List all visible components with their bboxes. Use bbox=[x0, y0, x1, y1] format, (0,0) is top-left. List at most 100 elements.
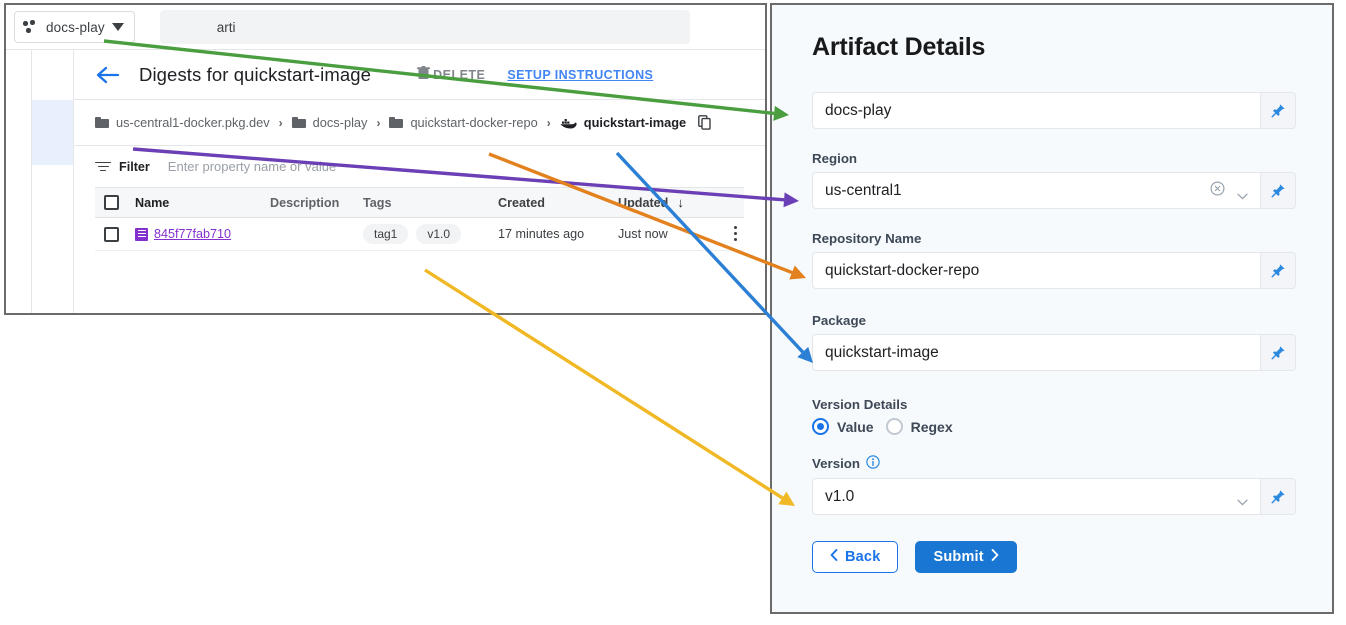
select-all-checkbox[interactable] bbox=[104, 195, 119, 210]
field-project: docs-play bbox=[812, 92, 1296, 129]
breadcrumb-item-repository[interactable]: quickstart-docker-repo bbox=[389, 115, 538, 130]
breadcrumb-label: quickstart-image bbox=[583, 115, 687, 130]
radio-value-label: Value bbox=[837, 418, 874, 435]
repository-label: Repository Name bbox=[812, 231, 922, 246]
breadcrumb-item-registry[interactable]: us-central1-docker.pkg.dev bbox=[95, 115, 270, 130]
submit-button[interactable]: Submit bbox=[915, 541, 1017, 573]
pin-icon[interactable] bbox=[1260, 478, 1296, 515]
select-all-checkbox-cell bbox=[95, 195, 135, 210]
table-row[interactable]: 845f77fab710 tag1 v1.0 17 minutes ago Ju… bbox=[95, 218, 744, 251]
column-header-description[interactable]: Description bbox=[270, 195, 340, 210]
table-header-row: Name Description Tags Created Updated ↓ bbox=[95, 188, 744, 218]
caret-down-icon bbox=[111, 23, 124, 31]
breadcrumb-label: docs-play bbox=[312, 115, 368, 130]
delete-button[interactable]: DELETE bbox=[417, 66, 485, 83]
version-input[interactable]: v1.0 bbox=[812, 478, 1260, 515]
column-header-created[interactable]: Created bbox=[498, 195, 545, 210]
column-header-name[interactable]: Name bbox=[135, 195, 170, 210]
cell-name: 845f77fab710 bbox=[135, 227, 270, 241]
package-label: Package bbox=[812, 313, 866, 328]
page-header: Digests for quickstart-image DELETE bbox=[74, 50, 765, 100]
radio-option-regex[interactable]: Regex bbox=[885, 418, 953, 435]
region-input[interactable]: us-central1 bbox=[812, 172, 1260, 209]
field-repository: Repository Name quickstart-docker-repo bbox=[812, 231, 1296, 289]
pin-icon[interactable] bbox=[1260, 172, 1296, 209]
region-input-wrap: us-central1 bbox=[812, 172, 1296, 209]
region-input-value: us-central1 bbox=[825, 181, 902, 199]
breadcrumb-item-project[interactable]: docs-play bbox=[291, 115, 368, 130]
console-search-input[interactable]: arti bbox=[159, 10, 690, 44]
pin-icon[interactable] bbox=[1260, 92, 1296, 129]
setup-instructions-link[interactable]: SETUP INSTRUCTIONS bbox=[507, 67, 654, 82]
breadcrumb-item-package[interactable]: quickstart-image bbox=[560, 115, 686, 130]
console-left-rail bbox=[6, 50, 32, 313]
filter-icon bbox=[95, 161, 111, 173]
breadcrumb: us-central1-docker.pkg.dev › docs-play ›… bbox=[74, 100, 765, 146]
project-selector[interactable]: docs-play bbox=[14, 11, 135, 43]
project-input[interactable]: docs-play bbox=[812, 92, 1260, 129]
digests-table: Name Description Tags Created Updated ↓ bbox=[95, 188, 744, 251]
package-input[interactable]: quickstart-image bbox=[812, 334, 1260, 371]
radio-value-input[interactable] bbox=[812, 418, 829, 435]
back-arrow-icon[interactable] bbox=[95, 64, 121, 86]
clear-circle-icon[interactable] bbox=[1210, 180, 1225, 201]
back-button[interactable]: Back bbox=[812, 541, 899, 573]
project-input-value: docs-play bbox=[825, 101, 892, 119]
cell-created: 17 minutes ago bbox=[498, 227, 585, 241]
folder-icon bbox=[291, 117, 306, 128]
repository-input[interactable]: quickstart-docker-repo bbox=[812, 252, 1260, 289]
region-adornments bbox=[1210, 180, 1248, 201]
breadcrumb-label: quickstart-docker-repo bbox=[410, 115, 538, 130]
tag-chip[interactable]: v1.0 bbox=[416, 224, 462, 244]
package-input-value: quickstart-image bbox=[825, 343, 939, 361]
docker-whale-icon bbox=[560, 117, 577, 129]
filter-bar[interactable]: Filter Enter property name or value bbox=[95, 146, 744, 188]
pin-icon[interactable] bbox=[1260, 252, 1296, 289]
radio-option-value[interactable]: Value bbox=[812, 418, 874, 435]
nav-active-indicator bbox=[32, 100, 73, 165]
filter-input[interactable]: Enter property name or value bbox=[167, 159, 337, 174]
chevron-left-icon bbox=[830, 549, 838, 565]
column-header-tags[interactable]: Tags bbox=[363, 195, 392, 210]
sort-descending-icon: ↓ bbox=[677, 195, 684, 210]
breadcrumb-label: us-central1-docker.pkg.dev bbox=[116, 115, 270, 130]
folder-icon bbox=[95, 117, 109, 128]
page-header-actions: DELETE SETUP INSTRUCTIONS bbox=[417, 66, 653, 83]
field-version: Version v1.0 bbox=[812, 455, 1296, 515]
console-body: Digests for quickstart-image DELETE bbox=[6, 50, 765, 313]
chevron-down-icon[interactable] bbox=[1237, 493, 1248, 506]
radio-regex-label: Regex bbox=[910, 418, 953, 435]
info-icon[interactable] bbox=[866, 455, 880, 472]
kebab-menu-icon[interactable] bbox=[734, 225, 738, 243]
version-input-value: v1.0 bbox=[825, 487, 855, 505]
version-details-label: Version Details bbox=[812, 397, 908, 412]
console-nav-strip[interactable] bbox=[32, 50, 74, 313]
version-adornments bbox=[1237, 493, 1248, 506]
chevron-down-icon[interactable] bbox=[1237, 187, 1248, 200]
gcp-console-window: docs-play arti Digests for qui bbox=[4, 3, 767, 315]
repository-input-value: quickstart-docker-repo bbox=[825, 261, 980, 279]
project-selector-label: docs-play bbox=[46, 19, 105, 35]
console-search-value: arti bbox=[216, 19, 236, 35]
delete-button-label: DELETE bbox=[433, 67, 486, 82]
version-input-wrap: v1.0 bbox=[812, 478, 1296, 515]
column-header-updated-label: Updated bbox=[618, 195, 669, 210]
breadcrumb-separator: › bbox=[546, 115, 551, 130]
pin-icon[interactable] bbox=[1260, 334, 1296, 371]
row-checkbox[interactable] bbox=[104, 226, 119, 242]
page-title: Digests for quickstart-image bbox=[139, 63, 372, 85]
filter-label: Filter bbox=[119, 159, 150, 174]
breadcrumb-separator: › bbox=[376, 115, 381, 130]
folder-icon bbox=[389, 117, 404, 128]
cell-updated: Just now bbox=[618, 227, 668, 241]
back-button-label: Back bbox=[845, 549, 881, 565]
copy-icon[interactable] bbox=[698, 115, 711, 130]
package-input-wrap: quickstart-image bbox=[812, 334, 1296, 371]
radio-regex-input[interactable] bbox=[885, 418, 903, 435]
tag-chip[interactable]: tag1 bbox=[363, 224, 409, 244]
submit-button-label: Submit bbox=[933, 549, 984, 565]
artifact-details-panel: Artifact Details docs-play Region us-cen… bbox=[770, 3, 1334, 614]
field-version-details: Version Details Value Regex bbox=[812, 397, 1296, 435]
digest-link[interactable]: 845f77fab710 bbox=[154, 227, 232, 241]
column-header-updated[interactable]: Updated ↓ bbox=[618, 195, 716, 210]
